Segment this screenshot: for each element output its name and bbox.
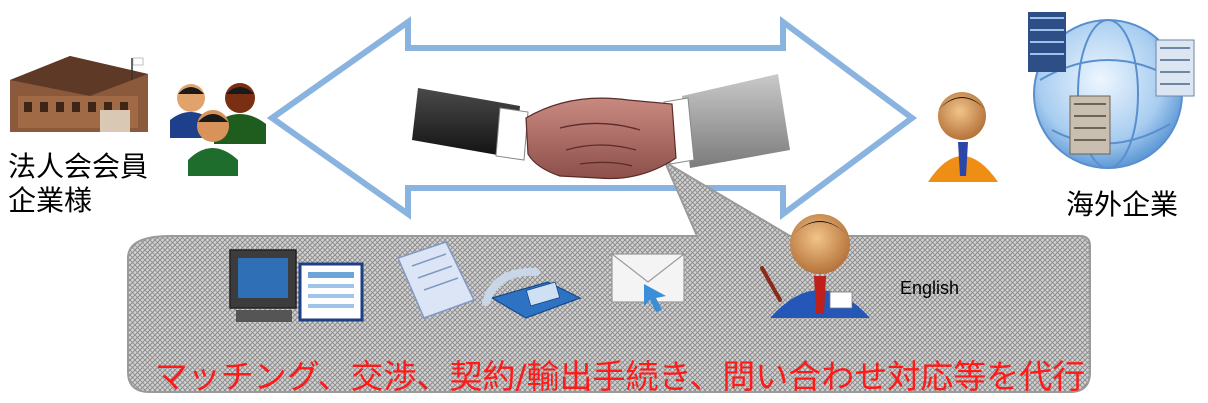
member-company-label: 法人会会員 企業様 bbox=[8, 150, 148, 218]
office-building-icon bbox=[10, 56, 148, 132]
member-group-icon bbox=[170, 83, 266, 176]
service-callout bbox=[127, 159, 1091, 393]
document-icon bbox=[396, 241, 476, 319]
language-note: English bbox=[900, 278, 960, 298]
interpreter-person-icon bbox=[760, 214, 870, 318]
telephone-icon bbox=[482, 267, 582, 319]
member-company-label-line2: 企業様 bbox=[8, 184, 93, 218]
overseas-company-label: 海外企業 bbox=[1066, 188, 1179, 221]
globe-buildings-icon bbox=[1028, 12, 1195, 169]
overseas-businessman-icon bbox=[928, 92, 998, 182]
service-caption: マッチング、交渉、契約/輸出手続き、問い合わせ対応等を代行 bbox=[154, 357, 1086, 396]
handshake-icon bbox=[412, 74, 790, 180]
email-envelope-icon bbox=[611, 253, 685, 312]
computer-monitor-icon bbox=[229, 249, 364, 322]
member-company-label-line1: 法人会会員 bbox=[8, 150, 149, 183]
